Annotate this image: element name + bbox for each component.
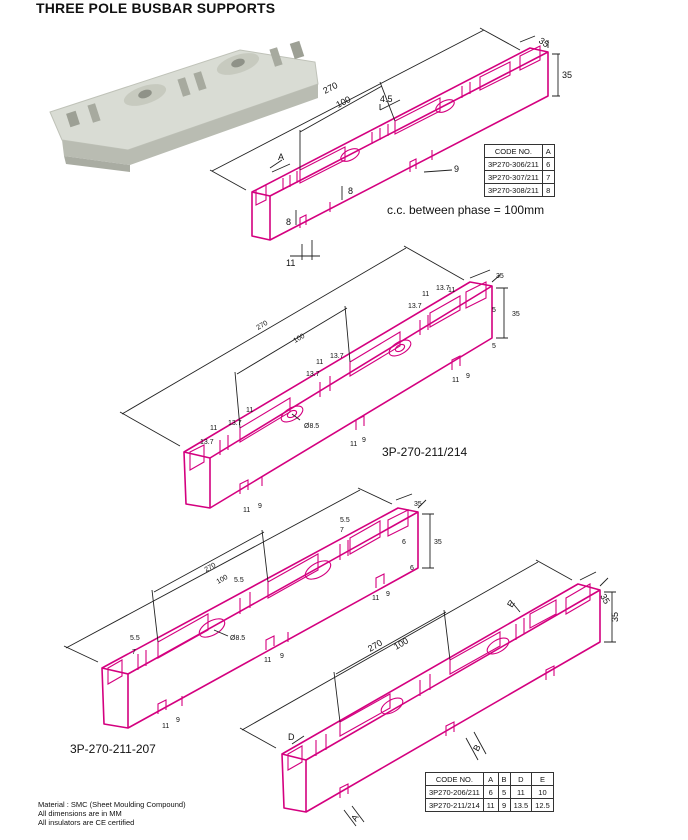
table-cell: 6 bbox=[482, 785, 499, 799]
svg-text:9: 9 bbox=[258, 503, 262, 510]
fig3-label: 3P-270-211-207 bbox=[70, 742, 156, 756]
svg-text:13.7: 13.7 bbox=[330, 353, 344, 360]
table-cell: 3P270-211/214 bbox=[425, 798, 484, 812]
svg-text:270: 270 bbox=[321, 80, 339, 96]
note-dimensions: All dimensions are in MM bbox=[38, 809, 122, 818]
svg-text:11: 11 bbox=[162, 723, 169, 730]
svg-text:9: 9 bbox=[176, 717, 180, 724]
svg-text:D: D bbox=[288, 732, 295, 742]
figure-3-busbar: 270 100 35 35 5.5 5.5 5.5 7 7 6 6 Ø8.5 1… bbox=[63, 487, 442, 730]
table-header: D bbox=[509, 772, 533, 786]
table-cell: 5 bbox=[497, 785, 511, 799]
svg-text:35: 35 bbox=[537, 35, 551, 49]
table-cell: 8 bbox=[541, 183, 555, 197]
page-title: THREE POLE BUSBAR SUPPORTS bbox=[36, 0, 276, 16]
footer-notes: Material : SMC (Sheet Moulding Compound)… bbox=[38, 800, 186, 827]
table-cell: 3P270-308/211 bbox=[484, 183, 543, 197]
table-cell: 12.5 bbox=[531, 798, 554, 812]
svg-text:11: 11 bbox=[372, 595, 379, 602]
svg-text:8: 8 bbox=[348, 186, 353, 196]
svg-text:11: 11 bbox=[350, 441, 357, 448]
table-cell: 7 bbox=[541, 170, 555, 184]
svg-text:35: 35 bbox=[434, 539, 442, 546]
product-photo bbox=[49, 40, 319, 172]
svg-text:11: 11 bbox=[422, 291, 429, 298]
table-header: A bbox=[541, 144, 555, 158]
svg-text:5: 5 bbox=[492, 343, 496, 350]
svg-text:7: 7 bbox=[340, 527, 344, 534]
svg-text:5.5: 5.5 bbox=[234, 577, 244, 584]
svg-text:100: 100 bbox=[334, 94, 352, 110]
svg-text:9: 9 bbox=[466, 373, 470, 380]
svg-text:100: 100 bbox=[216, 574, 230, 586]
svg-text:13.7: 13.7 bbox=[408, 303, 422, 310]
svg-text:6: 6 bbox=[402, 539, 406, 546]
svg-text:5.5: 5.5 bbox=[130, 635, 140, 642]
svg-text:270: 270 bbox=[204, 562, 218, 574]
svg-text:11: 11 bbox=[448, 287, 455, 294]
svg-text:35: 35 bbox=[610, 612, 620, 622]
svg-text:A: A bbox=[278, 152, 284, 162]
table-header: B bbox=[497, 772, 511, 786]
svg-text:13.7: 13.7 bbox=[228, 420, 242, 427]
svg-text:B: B bbox=[471, 743, 483, 753]
svg-text:35: 35 bbox=[414, 501, 422, 508]
fig4-code-table: CODE NO. A B D E 3P270-206/211 6 5 11 10… bbox=[425, 772, 554, 812]
svg-text:11: 11 bbox=[246, 407, 253, 414]
table-cell: 6 bbox=[541, 157, 555, 171]
svg-text:35: 35 bbox=[512, 311, 520, 318]
svg-text:11: 11 bbox=[210, 425, 217, 432]
svg-text:35: 35 bbox=[496, 273, 504, 280]
svg-text:7: 7 bbox=[132, 649, 136, 656]
svg-text:A: A bbox=[349, 813, 361, 823]
table-cell: 11 bbox=[482, 798, 499, 812]
figure-2-busbar: 270 100 35 35 13.7 13.7 13.7 13.7 13.7 1… bbox=[119, 245, 520, 514]
table-cell: 3P270-306/211 bbox=[484, 157, 543, 171]
svg-text:11: 11 bbox=[243, 507, 250, 514]
svg-text:6: 6 bbox=[410, 565, 414, 572]
svg-text:11: 11 bbox=[264, 657, 271, 664]
svg-text:11: 11 bbox=[452, 377, 459, 384]
svg-text:11: 11 bbox=[316, 359, 323, 366]
svg-text:35: 35 bbox=[598, 592, 612, 606]
table-header: CODE NO. bbox=[484, 144, 543, 158]
figure-4-busbar: 270 100 35 35 D E B A bbox=[239, 559, 620, 827]
table-header: A bbox=[482, 772, 499, 786]
svg-text:9: 9 bbox=[280, 653, 284, 660]
svg-text:270: 270 bbox=[256, 320, 270, 332]
note-material: Material : SMC (Sheet Moulding Compound) bbox=[38, 800, 186, 809]
svg-text:5.5: 5.5 bbox=[340, 517, 350, 524]
svg-text:100: 100 bbox=[392, 636, 410, 652]
table-header: CODE NO. bbox=[425, 772, 484, 786]
note-certification: All insulators are CE certified bbox=[38, 818, 135, 827]
table-header: E bbox=[531, 772, 554, 786]
svg-text:Ø8.5: Ø8.5 bbox=[230, 635, 245, 642]
svg-text:9: 9 bbox=[362, 437, 366, 444]
svg-text:4.5: 4.5 bbox=[380, 94, 393, 104]
svg-text:9: 9 bbox=[386, 591, 390, 598]
table-cell: 3P270-307/211 bbox=[484, 170, 543, 184]
svg-text:13.7: 13.7 bbox=[436, 285, 450, 292]
svg-text:35: 35 bbox=[562, 70, 572, 80]
table-cell: 13.5 bbox=[509, 798, 533, 812]
svg-text:13.7: 13.7 bbox=[200, 439, 214, 446]
table-cell: 11 bbox=[509, 785, 533, 799]
svg-text:5: 5 bbox=[492, 307, 496, 314]
svg-text:11: 11 bbox=[286, 258, 295, 268]
table-cell: 9 bbox=[497, 798, 511, 812]
table-cell: 10 bbox=[531, 785, 554, 799]
svg-text:Ø8.5: Ø8.5 bbox=[304, 423, 319, 430]
svg-text:E: E bbox=[505, 599, 517, 609]
fig2-label: 3P-270-211/214 bbox=[382, 445, 468, 459]
fig1-note: c.c. between phase = 100mm bbox=[387, 203, 545, 217]
svg-text:100: 100 bbox=[293, 333, 307, 345]
svg-text:8: 8 bbox=[286, 217, 291, 227]
svg-text:13.7: 13.7 bbox=[306, 371, 320, 378]
svg-text:9: 9 bbox=[454, 164, 459, 174]
table-cell: 3P270-206/211 bbox=[425, 785, 484, 799]
